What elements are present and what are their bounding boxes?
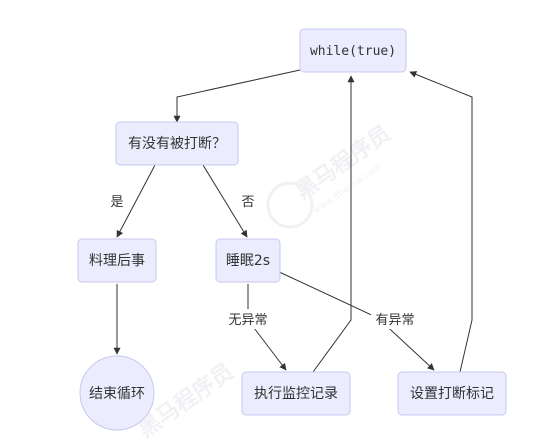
node-while-true: while(true): [299, 28, 407, 73]
edge-loop-to-check: [173, 69, 301, 123]
edge-label-no-exception: 无异常: [228, 313, 267, 328]
node-monitor-log: 执行监控记录: [241, 371, 351, 416]
edge-label-yes: 是: [110, 195, 123, 210]
node-cleanup: 料理后事: [77, 238, 157, 283]
node-sleep: 睡眠2s: [215, 238, 281, 283]
edge-label-has-exception: 有异常: [375, 313, 414, 328]
node-end-loop-label: 结束循环: [89, 386, 145, 402]
node-end-loop: 结束循环: [79, 355, 155, 431]
edge-labels: 是 否 无异常 有异常: [107, 191, 419, 329]
node-monitor-log-label: 执行监控记录: [254, 386, 338, 402]
node-sleep-label: 睡眠2s: [226, 253, 270, 269]
node-set-interrupt-flag: 设置打断标记: [397, 371, 507, 416]
node-interrupt-check: 有没有被打断？: [115, 121, 239, 166]
edge-label-no: 否: [241, 195, 254, 210]
node-set-interrupt-flag-label: 设置打断标记: [410, 385, 494, 402]
edge-check-to-sleep: [202, 164, 248, 238]
edge-flag-to-loop: [409, 71, 473, 373]
node-cleanup-label: 料理后事: [89, 253, 145, 269]
node-while-true-label: while(true): [310, 44, 396, 59]
edge-check-to-cleanup: [116, 164, 156, 238]
edges: [113, 69, 473, 373]
node-interrupt-check-label: 有没有被打断？: [128, 135, 226, 152]
edge-log-to-loop: [312, 75, 355, 373]
